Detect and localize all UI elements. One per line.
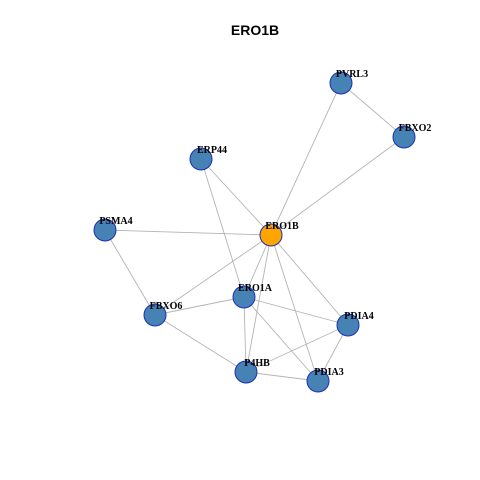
node-pvrl3[interactable]: [329, 71, 353, 95]
edge-pvrl3-ero1b: [270, 82, 342, 236]
node-pdia3[interactable]: [306, 369, 330, 393]
edge-pdia4-p4hb: [245, 324, 349, 373]
node-label-pdia4: PDIA4: [344, 311, 373, 322]
edge-fbxo6-p4hb: [154, 314, 247, 373]
node-label-ero1b: ERO1B: [265, 221, 299, 232]
edge-erp44-ero1a: [200, 158, 245, 298]
node-fbxo6[interactable]: [143, 303, 167, 327]
edge-fbxo2-ero1b: [270, 136, 405, 236]
node-psma4[interactable]: [93, 218, 117, 242]
edge-layer: [104, 82, 405, 382]
edge-psma4-fbxo6: [104, 229, 156, 316]
edge-ero1b-pdia3: [270, 234, 319, 382]
edge-ero1b-p4hb: [245, 234, 272, 373]
node-label-erp44: ERP44: [197, 145, 227, 156]
edge-ero1a-p4hb: [243, 296, 247, 373]
node-pdia4[interactable]: [336, 313, 360, 337]
node-ero1a[interactable]: [232, 285, 256, 309]
node-label-fbxo2: FBXO2: [399, 123, 432, 134]
node-label-psma4: PSMA4: [99, 216, 132, 227]
node-fbxo2[interactable]: [392, 125, 416, 149]
node-layer: [93, 71, 416, 393]
edge-ero1b-pdia4: [270, 234, 349, 326]
node-label-pvrl3: PVRL3: [336, 69, 368, 80]
node-label-p4hb: P4HB: [244, 358, 270, 369]
edge-erp44-ero1b: [200, 158, 272, 236]
edge-ero1a-pdia3: [243, 296, 319, 382]
edge-ero1a-fbxo6: [154, 296, 245, 316]
node-label-ero1a: ERO1A: [238, 283, 273, 294]
node-ero1b[interactable]: [259, 223, 283, 247]
node-label-fbxo6: FBXO6: [150, 301, 183, 312]
edge-ero1b-fbxo6: [154, 234, 272, 316]
diagram-title: ERO1B: [231, 22, 279, 38]
node-erp44[interactable]: [189, 147, 213, 171]
edge-p4hb-pdia3: [245, 371, 319, 382]
node-label-pdia3: PDIA3: [314, 367, 343, 378]
edge-pvrl3-fbxo2: [340, 82, 405, 138]
edge-psma4-ero1b: [104, 229, 272, 236]
node-p4hb[interactable]: [234, 360, 258, 384]
edge-ero1a-pdia4: [243, 296, 349, 326]
